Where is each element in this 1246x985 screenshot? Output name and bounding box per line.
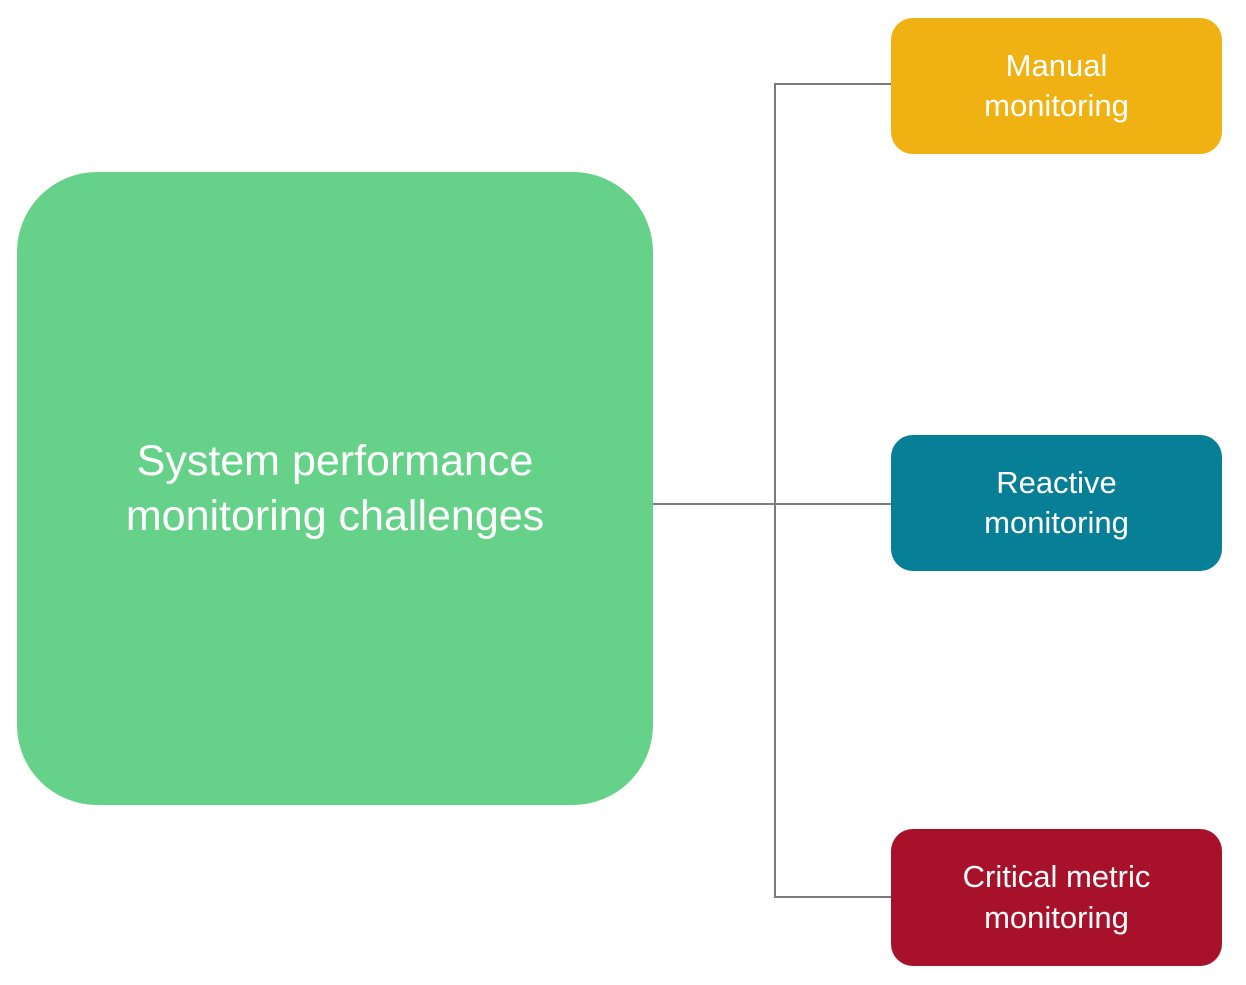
connector-root-to-branches: [652, 503, 891, 505]
child-node-critical-metric-monitoring[interactable]: Critical metric monitoring: [891, 829, 1222, 966]
child-node-manual-monitoring[interactable]: Manual monitoring: [891, 18, 1222, 154]
connector-vertical-spine: [774, 83, 776, 898]
child-node-label: Reactive monitoring: [984, 464, 1129, 540]
root-node-label: System performance monitoring challenges: [125, 437, 545, 540]
child-node-label: Critical metric monitoring: [962, 859, 1151, 935]
child-node-reactive-monitoring[interactable]: Reactive monitoring: [891, 435, 1222, 571]
child-node-label: Manual monitoring: [984, 47, 1129, 123]
connector-branch-critical: [774, 896, 891, 898]
connector-branch-manual: [774, 83, 891, 85]
root-node-system-performance[interactable]: System performance monitoring challenges: [17, 172, 653, 805]
